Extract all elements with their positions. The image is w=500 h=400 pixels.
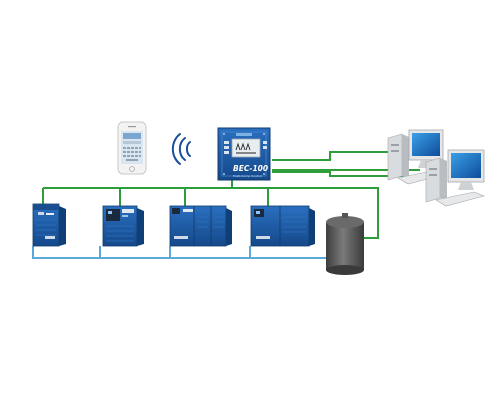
compressor-unit-2 <box>102 205 144 247</box>
water-lines <box>32 246 337 262</box>
pc-link-1 <box>272 151 392 161</box>
tank-link <box>340 187 379 239</box>
wireless-signal-icon <box>171 133 191 165</box>
pipe-main <box>32 246 337 262</box>
controller-panel-icon <box>217 127 271 181</box>
smartphone-icon <box>117 121 147 175</box>
compressor-unit-1 <box>32 203 66 247</box>
controller-model-label: BEC-100 <box>233 164 268 173</box>
pc-link-3 <box>272 171 406 177</box>
desktop-computer-icon-2 <box>425 149 485 207</box>
air-tank-icon <box>326 213 364 275</box>
compressor-unit-3 <box>169 205 232 247</box>
controller-sub-label: Multi-Comp Control <box>233 174 262 178</box>
compressor-unit-4 <box>250 205 315 247</box>
